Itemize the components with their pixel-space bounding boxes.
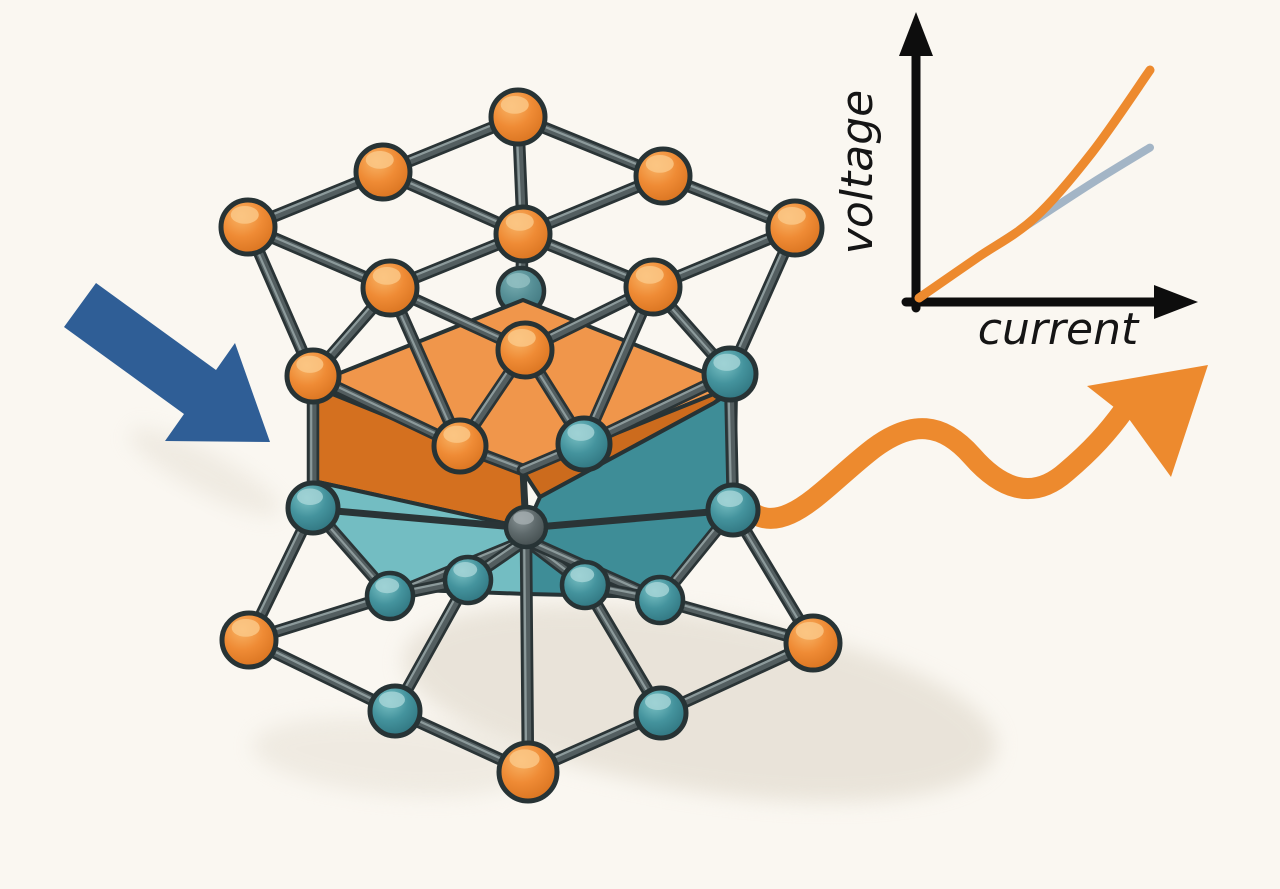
atom-highlight — [777, 206, 806, 225]
iv-curve-inset-chart: voltage current — [832, 12, 1198, 355]
atom-highlight — [570, 567, 595, 583]
slab-edge — [309, 505, 530, 532]
atom-highlight — [645, 582, 670, 598]
atom-highlight — [509, 749, 540, 769]
atom-highlight — [507, 328, 536, 347]
input-arrow-shape — [64, 283, 270, 442]
atom-highlight — [453, 562, 478, 578]
y-axis-label: voltage — [832, 90, 883, 254]
atom-highlight — [375, 578, 400, 594]
atom-highlight — [296, 355, 324, 373]
atom-highlight — [567, 423, 595, 441]
atom-highlight — [795, 621, 824, 640]
atom-highlight — [717, 490, 743, 507]
lattice-atoms — [218, 87, 843, 804]
chart-curves — [914, 65, 1155, 303]
shadow-ellipse — [129, 428, 281, 516]
atom-highlight — [231, 618, 260, 637]
input-current-arrow — [64, 283, 270, 442]
atom-highlight — [645, 693, 671, 710]
curve-nonlinear-response — [914, 65, 1155, 303]
chart-axes — [899, 12, 1198, 319]
atom-highlight — [506, 273, 531, 289]
atom-highlight — [443, 425, 471, 443]
y-axis-arrowhead — [899, 12, 933, 56]
atom-highlight — [297, 488, 323, 505]
atom-highlight — [645, 154, 674, 173]
output-arrow-wave — [733, 399, 1135, 529]
atom-highlight — [505, 212, 534, 231]
atom-highlight — [500, 95, 529, 114]
atom-highlight — [379, 691, 405, 708]
output-arrow-head — [1087, 365, 1208, 477]
atom-highlight — [365, 150, 394, 169]
output-current-arrow — [733, 365, 1208, 529]
crystal-lattice — [218, 87, 843, 804]
atom-highlight — [513, 511, 534, 525]
x-axis-arrowhead — [1154, 285, 1198, 319]
atom-highlight — [230, 205, 259, 224]
x-axis-label: current — [978, 304, 1140, 355]
atom-highlight — [372, 266, 401, 285]
bond — [522, 536, 532, 776]
atom-highlight — [713, 353, 741, 371]
atom-highlight — [635, 265, 664, 284]
slab-edge — [522, 506, 737, 532]
bond-sheen — [523, 537, 528, 772]
